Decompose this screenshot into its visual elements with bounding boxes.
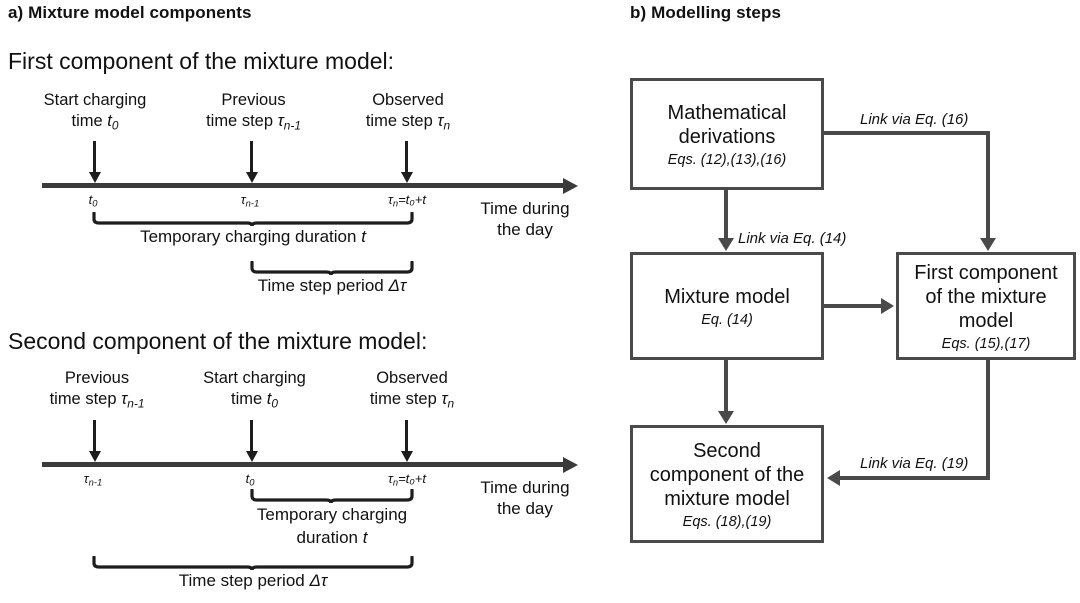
label-line-2: time step [369, 390, 442, 408]
link-eq-16-horizontal-segment [821, 131, 990, 135]
second-tick-tau-n: τn=t₀+t [388, 471, 426, 488]
second-timeline-axis [42, 462, 565, 467]
pointer-head-tau-n [401, 172, 413, 183]
second-marker-label-observed-step: Observed time step τn [337, 368, 487, 410]
second-marker-label-start-charging: Start charging time t0 [177, 368, 332, 410]
link-eq-14-arrowhead [718, 238, 734, 251]
second-brace-label-time-step-period: Time step period Δτ [178, 571, 328, 590]
box-title: Mathematical derivations [667, 101, 787, 148]
label-line-1: Observed [376, 369, 448, 387]
box-title: First component of the mixture model [914, 261, 1058, 332]
second-brace-time-step-period [92, 556, 414, 570]
first-tick-t0: t0 [88, 192, 98, 209]
symbol-tau: τn-1 [277, 112, 301, 133]
label-line-1: Previous [221, 91, 286, 109]
pointer-shaft-tau-n [405, 141, 408, 174]
second-component-heading: Second component of the mixture model: [8, 328, 428, 354]
first-axis-name: Time during the day [480, 199, 570, 239]
first-brace-label-temporary-charging: Temporary charging duration t [140, 227, 366, 246]
box-subtitle: Eq. (14) [701, 311, 753, 328]
link-eq-19-horizontal-segment [840, 476, 990, 480]
second-timeline-axis-arrowhead [563, 457, 578, 473]
label-line-2: time step [365, 112, 438, 130]
label-line-1: Start charging [203, 369, 306, 387]
link-eq-14-vertical-segment [724, 190, 728, 239]
label-line-2: time [231, 390, 267, 408]
first-brace-time-step-period [250, 261, 414, 275]
second-marker-label-previous-step: Previous time step τn-1 [22, 368, 172, 410]
pointer-shaft-tau-n [405, 420, 408, 453]
box-subtitle: Eqs. (12),(13),(16) [667, 151, 787, 168]
pointer-head-tau-n-1 [89, 451, 101, 462]
symbol-tau: τn-1 [121, 390, 145, 411]
pointer-shaft-tau-n-1 [250, 141, 253, 174]
first-marker-label-previous-step: Previous time step τn-1 [176, 90, 331, 132]
pointer-head-tau-n-1 [246, 172, 258, 183]
pointer-shaft-t0 [93, 141, 96, 174]
second-tick-tau-n-1: τn-1 [83, 471, 103, 488]
first-tick-tau-n: τn=t₀+t [388, 192, 426, 209]
box-title: Mixture model [664, 285, 790, 308]
mixture-to-first-horizontal-segment [821, 304, 883, 308]
symbol-delta-tau: Δτ [309, 571, 328, 590]
box-title: Second component of the mixture model [649, 439, 805, 510]
pointer-head-tau-n [401, 451, 413, 462]
second-tick-t0: t0 [245, 471, 255, 488]
mixture-to-first-arrowhead [881, 298, 894, 314]
box-subtitle: Eqs. (18),(19) [682, 513, 772, 530]
box-subtitle: Eqs. (15),(17) [941, 335, 1031, 352]
panel-b-caption: b) Modelling steps [630, 3, 782, 22]
panel-a-caption: a) Mixture model components [8, 3, 252, 22]
first-timeline-axis-arrowhead [563, 178, 578, 194]
label-line-2: time step [49, 390, 122, 408]
link-eq-16-label: Link via Eq. (16) [860, 111, 969, 128]
box-second-component[interactable]: Second component of the mixture model Eq… [630, 425, 824, 543]
link-eq-19-arrowhead [827, 470, 840, 486]
mixture-to-second-vertical-segment [724, 360, 728, 412]
link-eq-14-label: Link via Eq. (14) [738, 230, 847, 247]
first-marker-label-observed-step: Observed time step τn [333, 90, 483, 132]
label-line-1: Start charging [43, 91, 147, 109]
first-component-heading: First component of the mixture model: [8, 48, 395, 74]
pointer-head-t0 [89, 172, 101, 183]
symbol-t: t [361, 227, 366, 246]
link-eq-16-vertical-segment [986, 131, 990, 239]
first-timeline-axis [42, 183, 565, 188]
symbol-tau: τn [441, 390, 455, 411]
first-brace-temporary-charging [92, 212, 414, 226]
pointer-head-t0 [246, 451, 258, 462]
pointer-shaft-t0 [250, 420, 253, 453]
symbol-t: t0 [107, 112, 119, 133]
pointer-shaft-tau-n-1 [93, 420, 96, 453]
label-line-1: Previous [64, 369, 130, 387]
symbol-t: t0 [266, 390, 278, 411]
box-mixture-model[interactable]: Mixture model Eq. (14) [630, 252, 824, 360]
link-eq-19-label: Link via Eq. (19) [860, 455, 969, 472]
second-brace-label-temporary-charging: Temporary charging duration t [256, 505, 408, 547]
label-line-1: Observed [372, 91, 444, 109]
second-brace-temporary-charging [250, 489, 414, 503]
symbol-tau: τn [437, 112, 451, 133]
box-first-component[interactable]: First component of the mixture model Eqs… [896, 252, 1076, 360]
label-line-2: time [71, 112, 108, 130]
first-tick-tau-n-1: τn-1 [240, 192, 260, 209]
second-axis-name: Time during the day [480, 478, 570, 518]
first-brace-label-time-step-period: Time step period Δτ [257, 276, 407, 295]
mixture-to-second-arrowhead [718, 411, 734, 424]
first-marker-label-start-charging: Start charging time t0 [20, 90, 170, 132]
symbol-t: t [362, 528, 368, 547]
box-mathematical-derivations[interactable]: Mathematical derivations Eqs. (12),(13),… [630, 78, 824, 190]
link-eq-19-vertical-segment [986, 360, 990, 480]
symbol-delta-tau: Δτ [388, 276, 407, 295]
link-eq-16-arrowhead [980, 238, 996, 251]
label-line-2: time step [206, 112, 278, 130]
